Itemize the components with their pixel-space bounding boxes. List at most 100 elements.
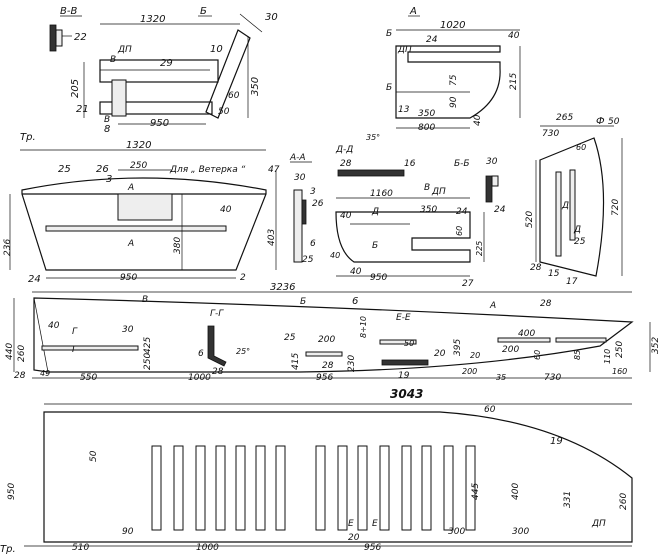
dim-47: 47 [268, 165, 280, 175]
section-g-bracket [207, 325, 227, 367]
part-3-tr: 3 [106, 174, 112, 185]
dim-40-a: 40 [508, 31, 520, 41]
dim-352: 352 [651, 337, 661, 354]
dim-230: 230 [347, 355, 357, 372]
cut-d-v1: Д [371, 207, 379, 217]
section-d-strip [337, 169, 405, 177]
dim-30-aa: 30 [294, 173, 306, 183]
bottom-slot [215, 445, 226, 531]
view-a-plate [395, 45, 501, 119]
dim-395: 395 [453, 339, 463, 356]
dim-215: 215 [509, 73, 519, 90]
dim-440: 440 [5, 343, 15, 360]
dim-50-ee: 50 [404, 339, 414, 348]
dim-1000-plan: 1000 [196, 543, 219, 553]
dim-350-v: 350 [420, 205, 437, 215]
knee-strip [45, 225, 227, 232]
view-b-top: Б 1320 30 29 10 В ДП 21 8 205 950 350 60… [70, 6, 278, 135]
bottom-slot [357, 445, 368, 531]
transom-outline [21, 177, 267, 271]
cut-b-a1: Б [386, 29, 392, 39]
dim-550: 550 [80, 373, 97, 383]
dim-90: 90 [449, 96, 459, 108]
dim-205: 205 [70, 79, 81, 98]
bottom-slot [151, 445, 162, 531]
view-v-label: В [424, 183, 430, 193]
section-a-board [293, 189, 303, 263]
dim-950-plan: 950 [7, 483, 17, 500]
part-28-main2: 28 [322, 361, 334, 371]
dim-950-top: 950 [150, 118, 169, 129]
cut-b-main: Б [300, 297, 306, 307]
dim-1320-tr: 1320 [126, 140, 151, 151]
part-8: 8 [104, 124, 110, 135]
part-28-main: 28 [540, 299, 552, 309]
dim-956-main: 956 [316, 373, 333, 383]
dim-730-f: 730 [542, 129, 559, 139]
dim-90-plan: 90 [122, 527, 134, 537]
dim-20-plan: 20 [348, 533, 360, 543]
part-10: 10 [210, 44, 223, 55]
dim-260-plan: 260 [619, 493, 629, 510]
dim-30-bb: 30 [486, 157, 498, 167]
dim-160: 160 [612, 367, 627, 376]
cut-a-main: А [489, 301, 496, 311]
dim-60-v: 60 [455, 226, 464, 236]
dim-400-plan: 400 [511, 483, 521, 500]
dim-1320-top: 1320 [140, 14, 165, 25]
bottom-slot [235, 445, 246, 531]
dim-415: 415 [291, 353, 301, 370]
dim-236: 236 [3, 239, 13, 256]
dim-225: 225 [475, 241, 484, 256]
dim-6: 6 [310, 239, 316, 249]
dim-60-f: 60 [576, 143, 586, 152]
part-3-aa: 3 [310, 187, 316, 197]
dim-75: 75 [449, 74, 459, 86]
dim-40-tr: 40 [220, 205, 232, 215]
dp-label-3: ДП [431, 187, 446, 197]
section-e-e-label: Е-Е [396, 313, 411, 323]
cut-b-a2: Б [386, 83, 392, 93]
section-e-strip [381, 359, 429, 366]
dim-30-main: 30 [122, 325, 134, 335]
dim-200-main2: 200 [502, 345, 519, 355]
bottom-slot [337, 445, 348, 531]
bottom-slot [255, 445, 266, 531]
section-d-d-label: Д-Д [335, 145, 353, 155]
part-26-aa: 26 [312, 199, 324, 209]
main-side-view: 3236 В Б 6 А 28 40 Г Г 30 440 260 425 25… [5, 282, 661, 401]
view-a-label: А [409, 6, 417, 17]
dim-350-top: 350 [250, 77, 261, 96]
part-26-tr: 26 [96, 164, 109, 175]
dim-950-v: 950 [370, 273, 387, 283]
part-16: 16 [404, 159, 416, 169]
part-17: 17 [566, 277, 578, 287]
transom-bracket [205, 29, 251, 119]
dim-331: 331 [563, 491, 573, 508]
cut-a-tr1: А [127, 183, 134, 193]
part-21: 21 [76, 104, 89, 115]
rail-29 [99, 59, 219, 83]
bottom-slot [465, 445, 476, 531]
dim-300-plan1: 300 [448, 527, 465, 537]
dim-110: 110 [603, 349, 612, 364]
part-25-aa: 25 [302, 255, 314, 265]
part-2: 2 [240, 273, 246, 283]
cut-d-f2: Д [573, 225, 581, 235]
dim-445: 445 [471, 483, 481, 500]
part-24-tr: 24 [28, 274, 41, 285]
dim-520: 520 [525, 211, 535, 228]
part-19-ee: 19 [398, 371, 410, 381]
bottom-slot [401, 445, 412, 531]
bottom-slot [443, 445, 454, 531]
tr-label-1: Тр. [20, 132, 36, 143]
dim-60-top: 60 [228, 91, 240, 101]
part-29: 29 [160, 58, 173, 69]
section-b-b-label: Б-Б [454, 159, 470, 169]
cut-v-lower: В [104, 115, 110, 125]
dim-350-a: 350 [418, 109, 435, 119]
dim-250-main: 250 [143, 353, 153, 370]
transom-plate [539, 137, 605, 277]
section-b-bracket [485, 175, 493, 203]
slot-group [151, 445, 476, 531]
